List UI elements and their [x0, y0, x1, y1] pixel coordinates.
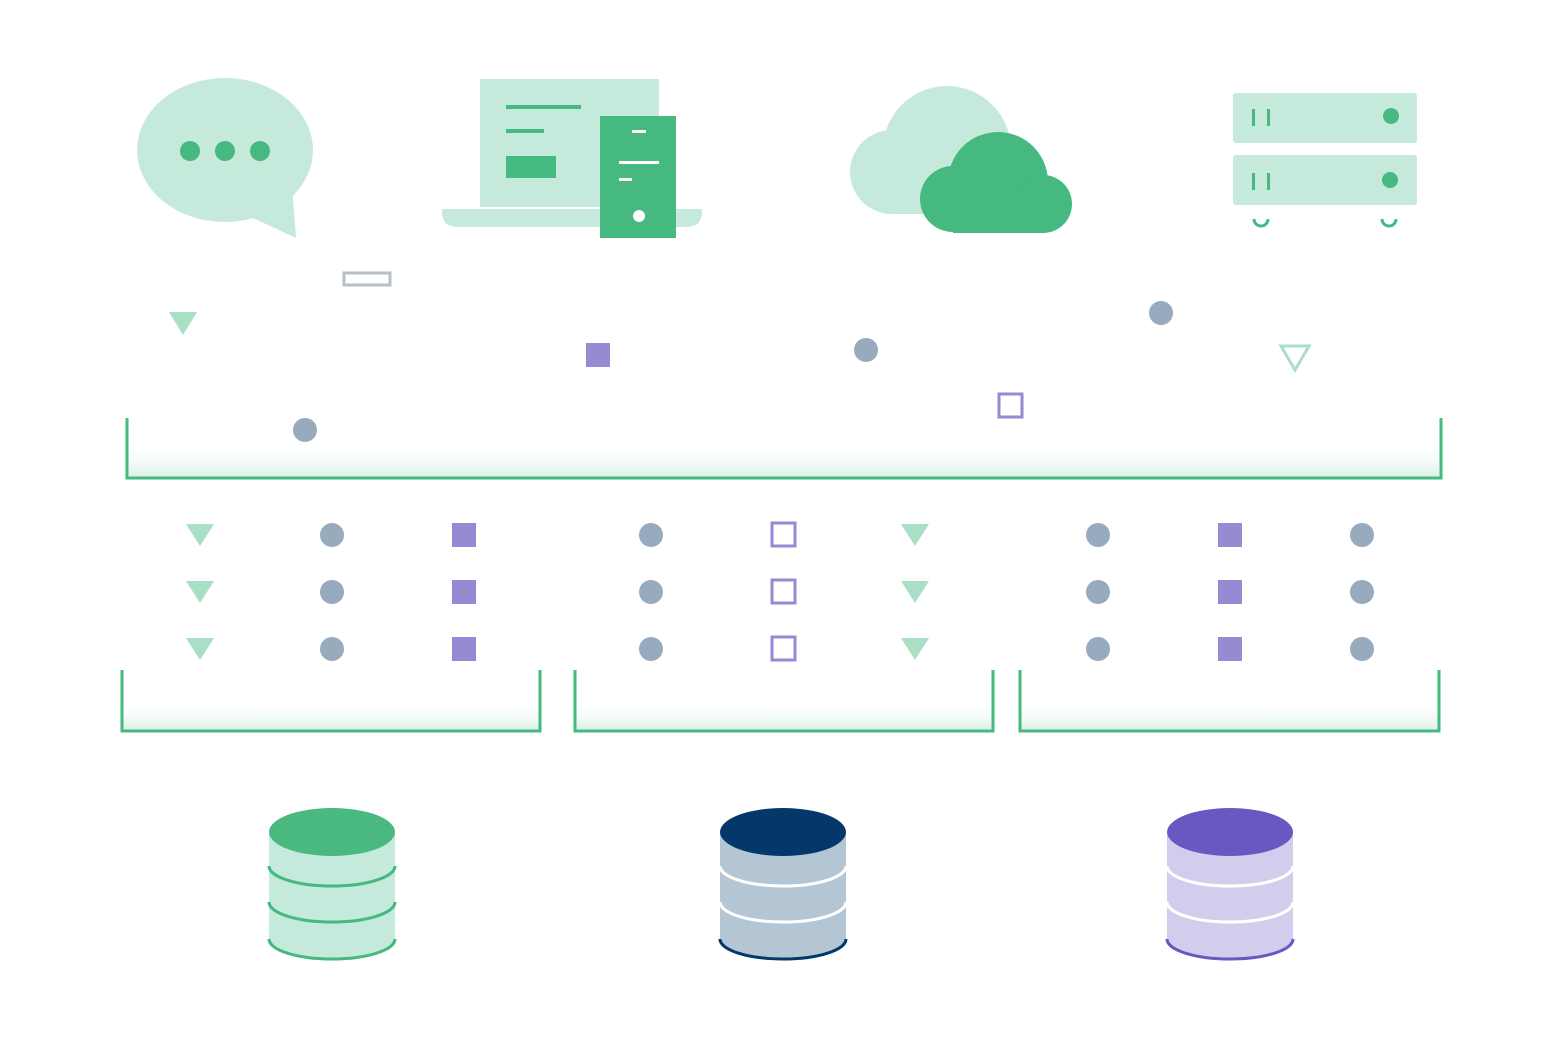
green-triangle-item: [169, 312, 197, 335]
slate-circle-item: [854, 338, 878, 362]
green-outline-triangle-item: [1278, 344, 1312, 373]
purple-square-item: [586, 343, 610, 367]
incoming-data-items: [169, 253, 1312, 442]
navy-database-icon: [718, 808, 848, 961]
purple-outline-square-item: [997, 392, 1024, 419]
laptop-server-icon: [442, 79, 702, 238]
partition-2-items: [639, 521, 929, 662]
slate-circle-item: [293, 418, 317, 442]
purple-database-icon: [1165, 808, 1295, 961]
partition-3-items: [1086, 523, 1374, 661]
grey-outline-rect-item: [342, 271, 392, 287]
server-rack-icon: [1233, 93, 1417, 228]
partition-tray-3: [1018, 670, 1441, 733]
partition-1-items: [186, 523, 476, 661]
partition-tray-1: [120, 670, 542, 733]
cloud-icon: [850, 86, 1072, 233]
slate-circle-item: [1149, 301, 1173, 325]
ingest-tray: [125, 418, 1443, 480]
partition-tray-2: [573, 670, 995, 733]
chat-bubble-icon: [137, 78, 313, 238]
green-database-icon: [267, 808, 397, 961]
